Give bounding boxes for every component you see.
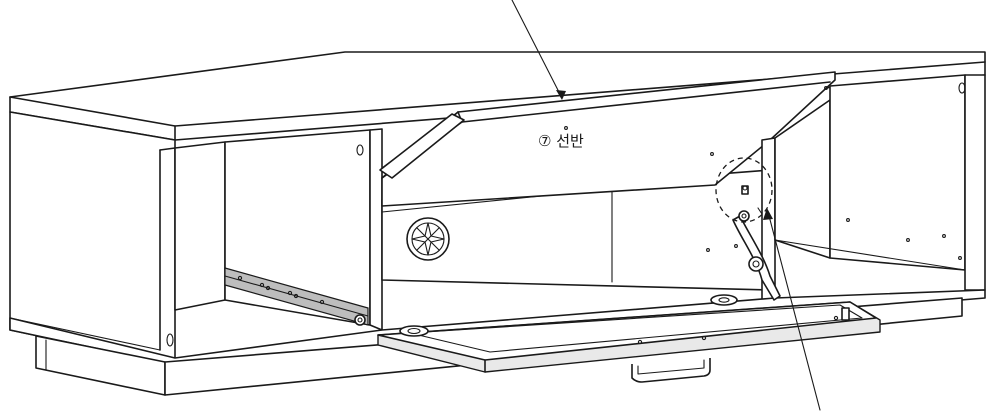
shelf-brace-left [379,113,465,179]
cable-grommet-icon [406,217,450,261]
leader-line-bottom [763,208,821,411]
lid-stay-arm [732,185,781,301]
flap-stop-knob [841,307,850,321]
flap-hinge-left [399,325,429,337]
flap-hinge-right [710,294,738,306]
shelf-panel: ⑦ 선반 [381,71,836,207]
left-compartment [166,129,371,347]
flap-handle [631,358,711,383]
leader-line-top [511,0,566,100]
right-compartment [774,74,986,291]
detail-callout-circle [715,157,773,223]
flap-door [377,294,881,383]
shelf-part-label: ⑦ 선반 [538,132,584,150]
drawer-slide-rail [224,267,369,326]
left-divider-panel [369,128,383,331]
